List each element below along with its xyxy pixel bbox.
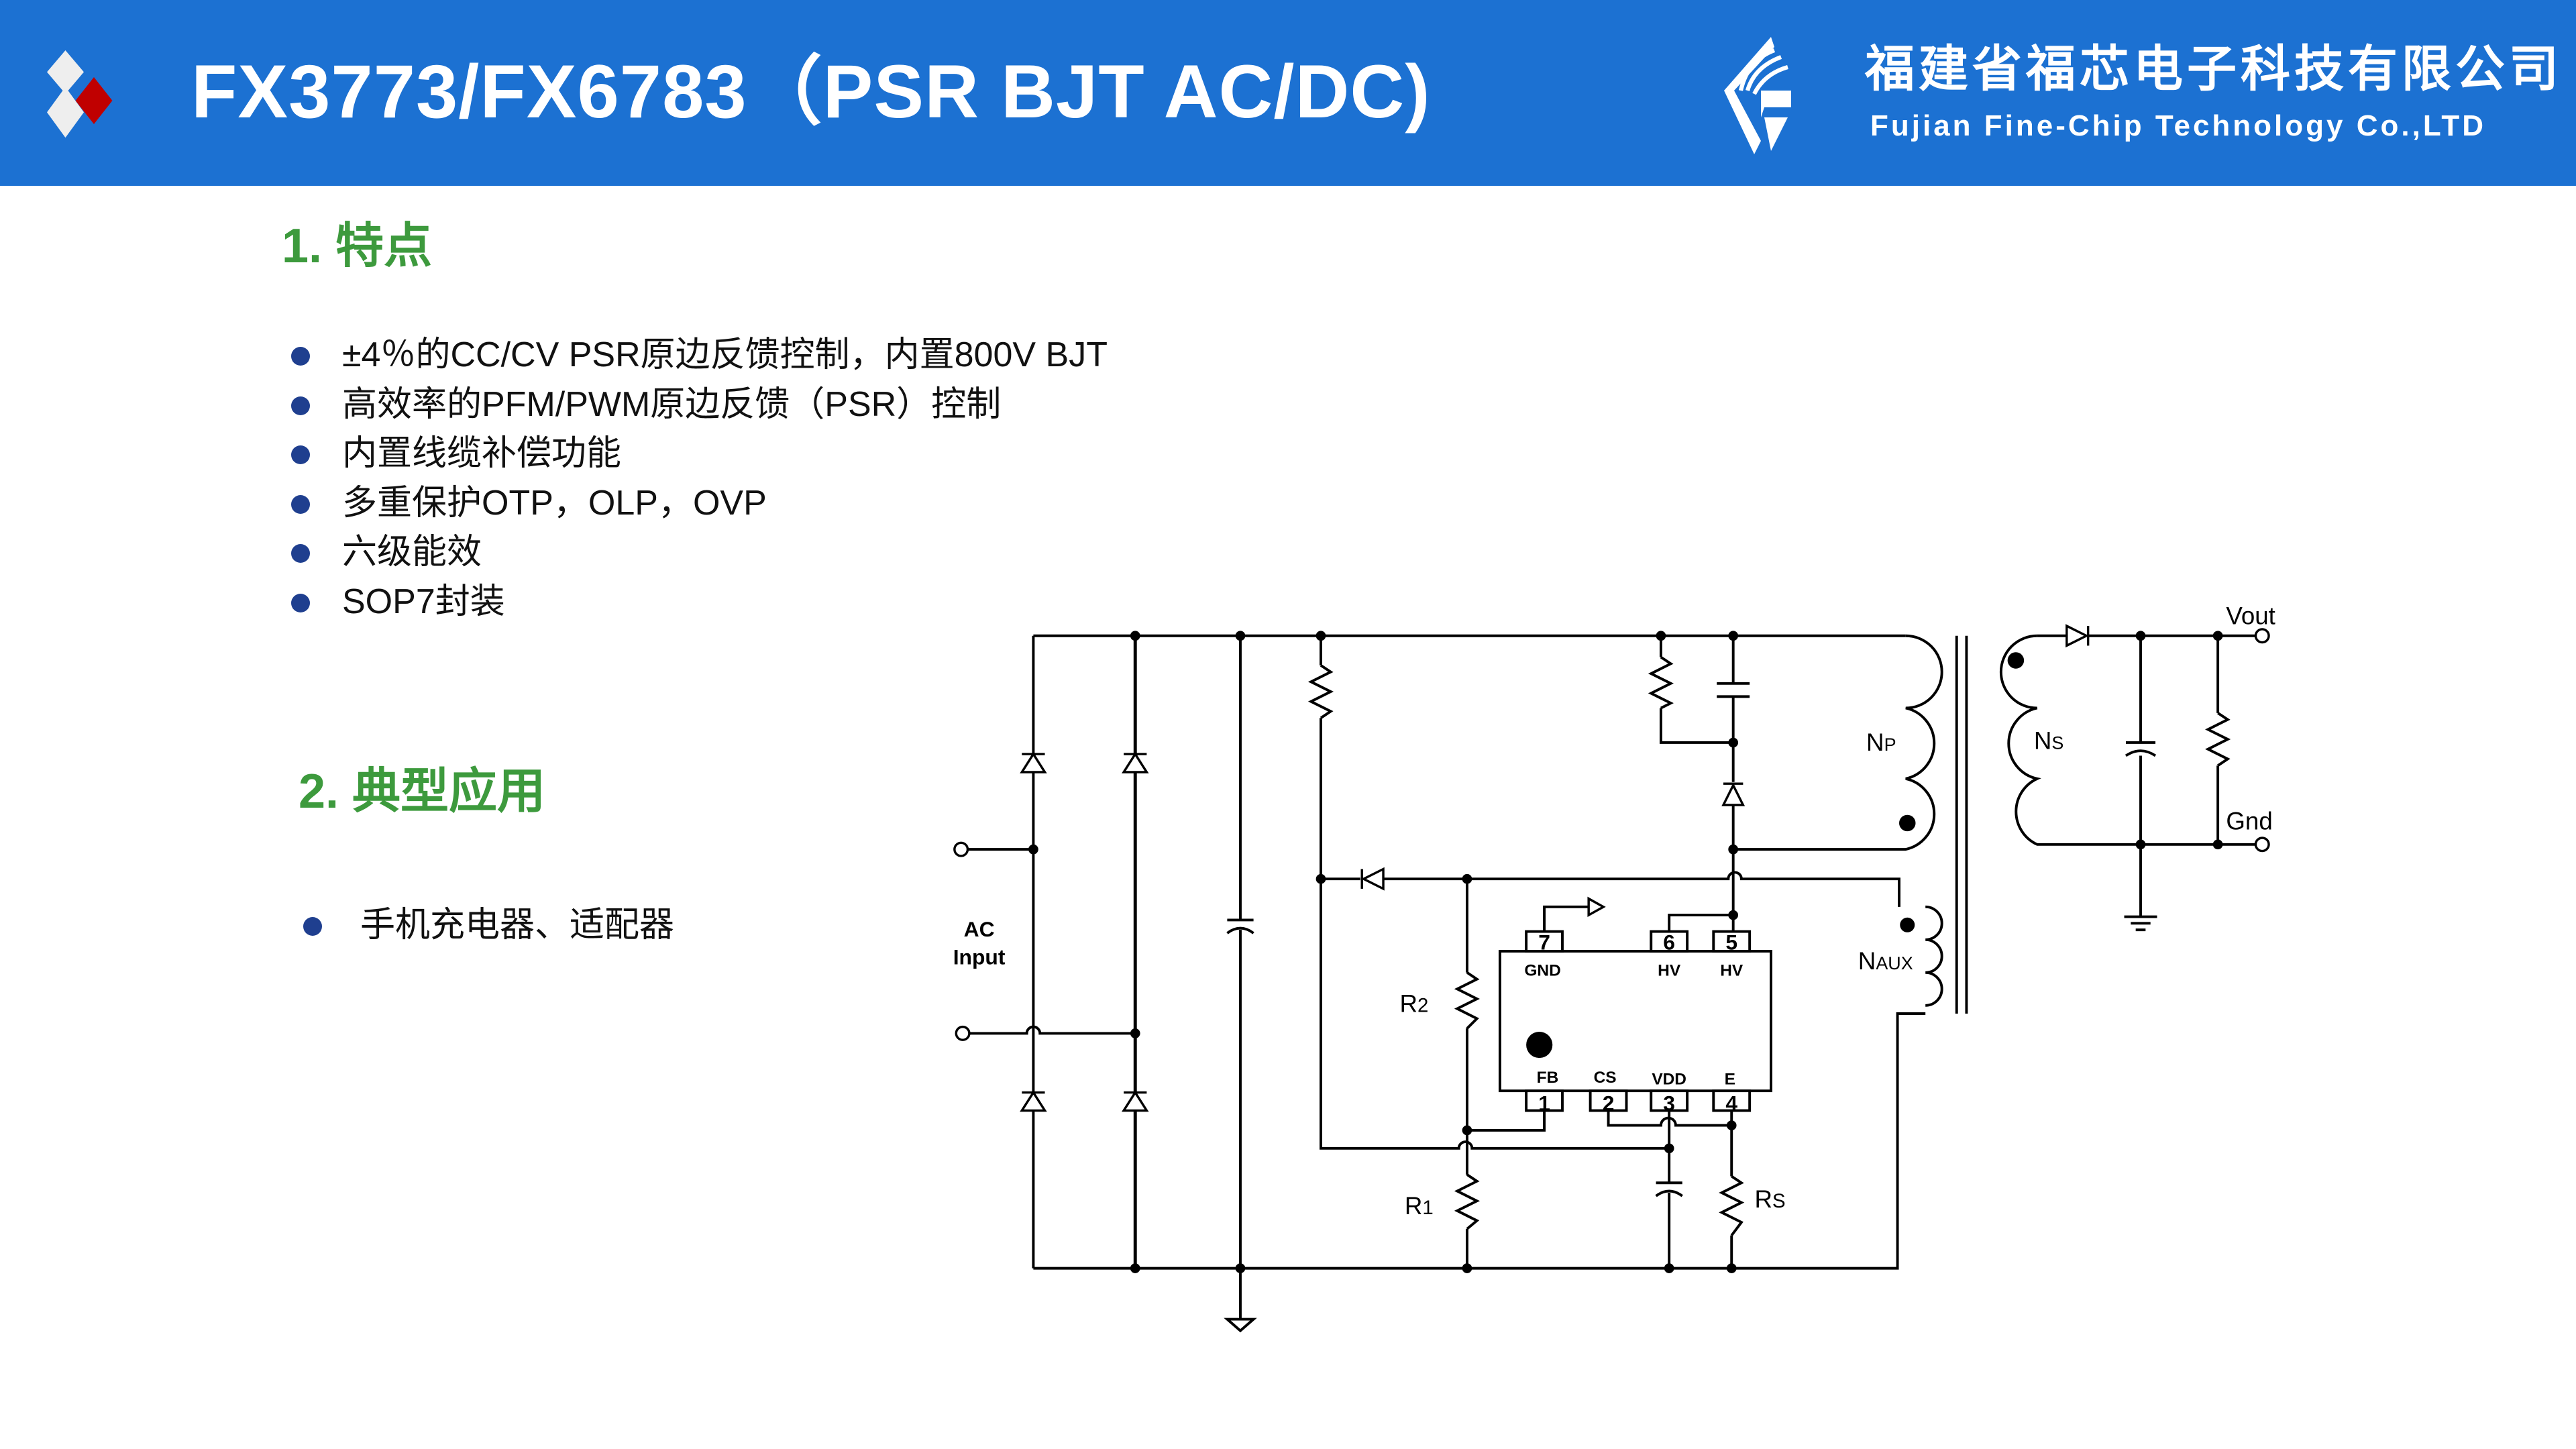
ac-terminal-2 — [955, 1025, 971, 1041]
pin-label: HV — [1658, 962, 1681, 980]
gnd-pin-wire — [1543, 905, 1589, 932]
snubber-resistor — [1648, 655, 1674, 710]
pin-label: HV — [1720, 962, 1743, 980]
r2-label: R2 — [1400, 990, 1429, 1018]
aux-polarity-dot — [1900, 917, 1915, 932]
company-name-cn: 福建省福芯电子科技有限公司 — [1865, 41, 2563, 97]
bullet-icon — [291, 396, 310, 415]
header-bar: FX3773/FX6783（PSR BJT AC/DC) 福建省福芯电子科技有限… — [0, 0, 2576, 186]
ground-symbol-icon — [1224, 1318, 1257, 1333]
primary-winding — [1733, 634, 1943, 851]
load-resistor — [2205, 712, 2231, 767]
snubber-capacitor — [1717, 682, 1750, 698]
bullet-icon — [291, 494, 310, 514]
pin-number: 6 — [1663, 930, 1675, 955]
bullet-icon — [291, 593, 310, 612]
list-item: ±4％的CC/CV PSR原边反馈控制，内置800V BJT — [282, 331, 1108, 380]
features-title: 1. 特点 — [282, 219, 433, 273]
r2-resistor — [1454, 971, 1481, 1030]
vout-terminal — [2254, 628, 2270, 644]
r1-resistor — [1454, 1173, 1481, 1230]
naux-label: NAUX — [1858, 947, 1913, 975]
bullet-icon — [291, 445, 310, 464]
gnd-label: Gnd — [2226, 808, 2272, 835]
list-item: 高效率的PFM/PWM原边反馈（PSR）控制 — [282, 380, 1108, 430]
bridge-diode-4 — [1121, 1090, 1149, 1112]
output-diode — [2065, 624, 2090, 648]
pin-label: VDD — [1652, 1070, 1686, 1088]
startup-resistor — [1307, 664, 1334, 719]
rs-resistor — [1719, 1175, 1745, 1236]
list-item: 多重保护OTP，OLP，OVP — [282, 479, 1108, 529]
list-item: SOP7封装 — [282, 578, 1108, 627]
bridge-diode-2 — [1121, 751, 1149, 773]
snubber-r-wire — [1659, 635, 1733, 744]
pin-number: 5 — [1725, 930, 1737, 955]
bullet-icon — [303, 917, 322, 936]
secondary-winding — [1999, 634, 2263, 846]
features-list: ±4％的CC/CV PSR原边反馈控制，内置800V BJT 高效率的PFM/P… — [282, 331, 1108, 627]
bridge-diode-3 — [1020, 1090, 1047, 1112]
ac-input-label: Input — [953, 945, 1006, 969]
secondary-polarity-dot — [2007, 652, 2025, 669]
gnd-arrow-icon — [1587, 896, 1606, 917]
company-name-en: Fujian Fine-Chip Technology Co.,LTD — [1870, 109, 2487, 142]
transformer-core — [1955, 635, 1968, 1014]
applications-list: 手机充电器、适配器 — [293, 901, 674, 951]
ic-chip — [1498, 930, 1772, 1112]
pin-label: GND — [1524, 962, 1560, 980]
ac-input-wire-2 — [967, 1025, 1136, 1035]
pin-number: 7 — [1538, 930, 1550, 955]
brand-diamond-icon — [47, 50, 113, 138]
page-title: FX3773/FX6783（PSR BJT AC/DC) — [191, 50, 1431, 133]
gnd-terminal — [2254, 837, 2270, 853]
bridge-diode-1 — [1020, 751, 1047, 773]
pin1-indicator-dot — [1526, 1031, 1553, 1059]
fb-pin-wire — [1466, 1110, 1546, 1132]
pin-number: 2 — [1603, 1091, 1615, 1116]
primary-polarity-dot — [1899, 814, 1916, 832]
aux-diode-wire — [1320, 871, 1900, 907]
bullet-icon — [291, 544, 310, 563]
aux-winding — [1925, 905, 1943, 1007]
bullet-icon — [291, 347, 310, 366]
list-item: 六级能效 — [282, 528, 1108, 578]
vdd-capacitor — [1655, 1181, 1683, 1197]
ns-label: NS — [2034, 727, 2064, 755]
np-label: NP — [1866, 729, 1896, 756]
ac-terminal-1 — [953, 841, 969, 857]
list-item: 内置线缆补偿功能 — [282, 429, 1108, 479]
bottom-rail-wire — [1033, 1012, 1926, 1270]
list-item: 手机充电器、适配器 — [293, 901, 674, 951]
bulk-capacitor — [1226, 918, 1254, 934]
vout-label: Vout — [2226, 602, 2275, 630]
output-ground-icon — [2124, 915, 2157, 932]
pin-label: CS — [1594, 1069, 1617, 1087]
hv-pin-wire — [1668, 914, 1733, 932]
pin-label: FB — [1537, 1069, 1559, 1087]
r1-label: R1 — [1405, 1192, 1434, 1220]
cs-pin-wire — [1607, 1110, 1732, 1127]
output-capacitor — [2125, 741, 2157, 757]
ac-input-label: AC — [964, 917, 995, 941]
aux-diode — [1360, 867, 1385, 891]
pin-number: 3 — [1663, 1091, 1675, 1116]
pin-label: E — [1725, 1070, 1735, 1088]
pin-number: 4 — [1725, 1091, 1737, 1116]
company-logo-icon — [1724, 37, 1791, 154]
rs-label: RS — [1755, 1185, 1786, 1213]
snubber-diode — [1721, 782, 1746, 806]
pin-number: 1 — [1538, 1091, 1550, 1116]
applications-title: 2. 典型应用 — [299, 765, 546, 818]
